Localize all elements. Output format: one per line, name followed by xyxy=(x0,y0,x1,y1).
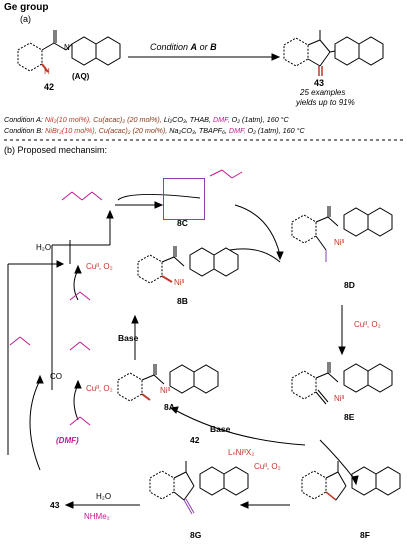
co-label: CO xyxy=(50,372,62,381)
label-8c: 8C xyxy=(177,218,188,228)
label-43: 43 xyxy=(314,78,325,88)
ni-label-8a: Niᴵᴵ xyxy=(160,386,171,395)
ni-label-8b: Niᴵᴵ xyxy=(174,278,185,287)
condition-b-line: Condition B: NiBr₂(10 mol%), Cu(acac)₂ (… xyxy=(4,126,305,135)
ni-label-8d: Niᴵᴵ xyxy=(334,238,345,247)
part-b-label: (b) Proposed mechansim: xyxy=(4,145,108,155)
cu-o2-label-2: Cuᴵᴵ, O₂ xyxy=(254,462,281,471)
base-label-2: Base xyxy=(210,424,231,434)
h2o-label-2: H₂O xyxy=(96,492,112,501)
examples-text: 25 examples xyxy=(300,88,346,97)
label-42-mech: 42 xyxy=(190,435,200,445)
label-8b: 8B xyxy=(177,296,188,306)
h-label: H xyxy=(44,67,50,76)
cu-o2-label-4: Cuᴵᴵ, O₂ xyxy=(86,384,113,393)
base-label-1: Base xyxy=(118,333,139,343)
label-8g: 8G xyxy=(190,530,202,540)
aq-label: (AQ) xyxy=(72,72,90,81)
ni-catalyst-label: LₙNiᴵᴵX₂ xyxy=(228,448,255,457)
intermediate-8c-box xyxy=(163,178,205,220)
label-42: 42 xyxy=(44,82,55,92)
arrow-condition-label: Condition A or B xyxy=(150,42,217,52)
yields-text: yields up to 91% xyxy=(296,98,355,107)
label-8e: 8E xyxy=(344,412,355,422)
cu-o2-label-1: Cuᴵᴵ, O₂ xyxy=(354,320,381,329)
section-title: Ge group xyxy=(4,2,49,13)
label-8a: 8A xyxy=(164,402,175,412)
label-8d: 8D xyxy=(344,280,355,290)
ni-label-8e: Niᴵᴵ xyxy=(334,394,345,403)
condition-a-line: Condition A: NiI₂(10 mol%), Cu(acac)₂ (2… xyxy=(4,115,289,124)
part-a-label: (a) xyxy=(20,14,31,24)
h2o-label-1: H₂O xyxy=(36,243,52,252)
label-43-mech: 43 xyxy=(50,500,60,510)
cu-o2-label-3: Cuᴵᴵ, O₂ xyxy=(86,262,113,271)
nhme2-label: NHMe₂ xyxy=(84,512,110,521)
n-label: N xyxy=(64,43,70,52)
dmf-label: (DMF) xyxy=(56,436,79,445)
label-8f: 8F xyxy=(360,530,370,540)
